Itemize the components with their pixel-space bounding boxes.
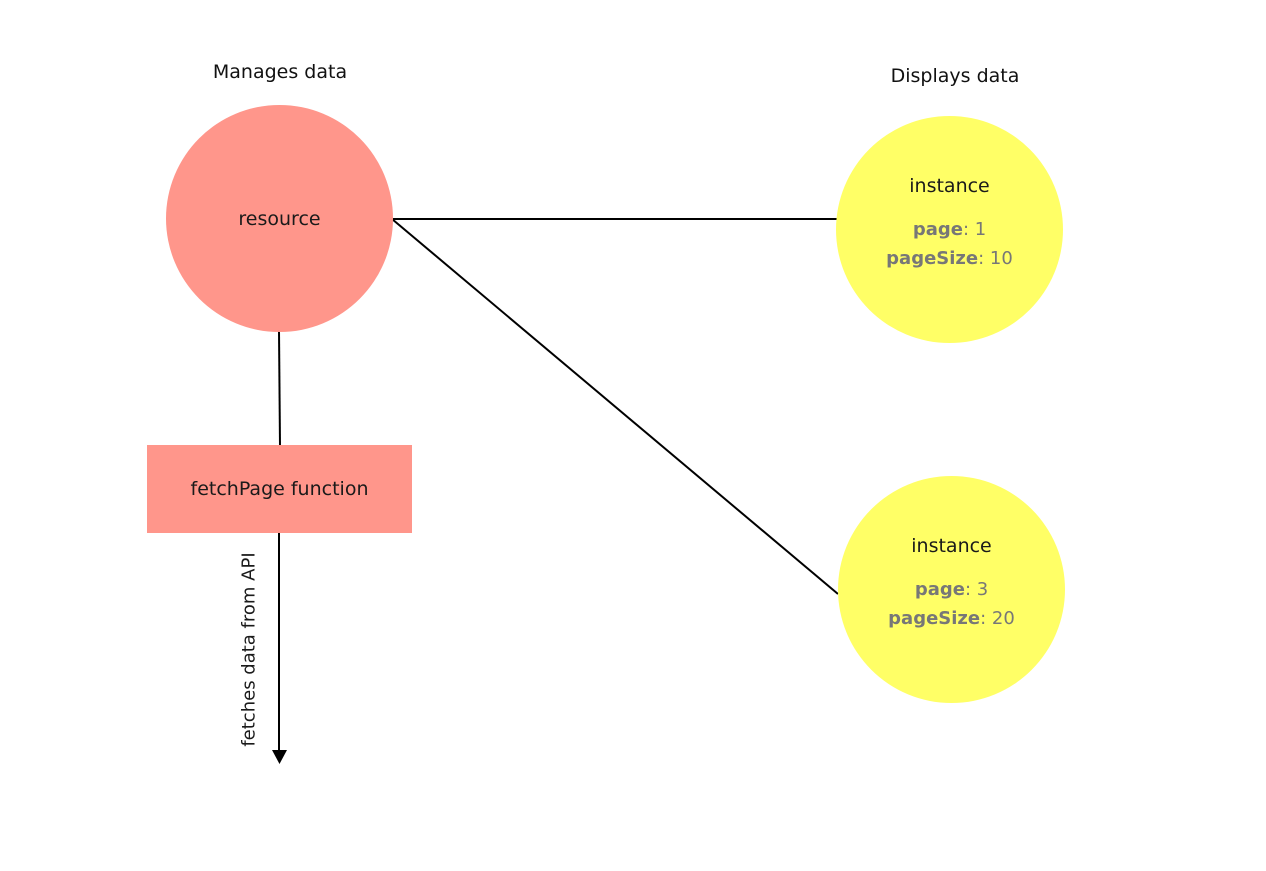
heading-displays-data: Displays data <box>890 65 1020 87</box>
page-key: page <box>914 578 965 600</box>
page-value: : 3 <box>964 578 989 600</box>
instance-node-2: instance page: 3 pageSize: 20 <box>838 476 1065 703</box>
edge-resource-to-instance-2 <box>391 218 839 595</box>
fetch-page-label: fetchPage function <box>190 478 369 500</box>
page-key: page <box>912 218 963 240</box>
page-size-prop: pageSize: 20 <box>888 608 1015 629</box>
fetch-edge-label: fetches data from API <box>238 552 260 747</box>
arrowhead-down <box>272 750 287 764</box>
instance-props: page: 3 pageSize: 20 <box>888 579 1015 629</box>
page-size-key: pageSize <box>888 607 981 629</box>
instance-node-1: instance page: 1 pageSize: 10 <box>836 116 1063 343</box>
instance-label: instance <box>909 174 990 197</box>
fetch-page-node: fetchPage function <box>147 445 412 533</box>
edge-resource-to-fetch <box>278 330 281 447</box>
resource-label: resource <box>238 207 321 230</box>
page-size-key: pageSize <box>886 247 979 269</box>
page-prop: page: 1 <box>913 219 986 240</box>
page-size-value: : 20 <box>980 607 1015 629</box>
page-prop: page: 3 <box>915 579 988 600</box>
page-size-prop: pageSize: 10 <box>886 248 1013 269</box>
resource-node: resource <box>166 105 393 332</box>
page-value: : 1 <box>962 218 987 240</box>
heading-manages-data: Manages data <box>212 61 348 83</box>
page-size-value: : 10 <box>978 247 1013 269</box>
instance-props: page: 1 pageSize: 10 <box>886 219 1013 269</box>
instance-label: instance <box>911 534 992 557</box>
